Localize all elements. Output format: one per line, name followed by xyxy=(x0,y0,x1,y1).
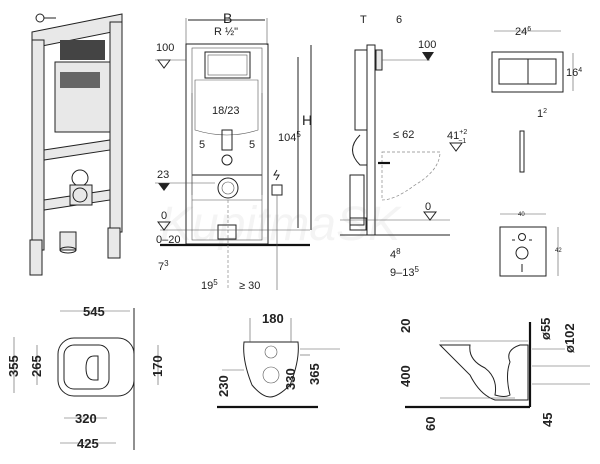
installation-frame-illustration xyxy=(29,13,123,276)
level-marker-icon xyxy=(423,211,437,221)
side-floor-level-label: 0 xyxy=(425,201,431,213)
floor-level-label: 0 xyxy=(161,210,167,222)
bowl-front-view xyxy=(217,318,340,409)
wall-range-label: 9–135 xyxy=(390,265,419,279)
seat-length-label: 425 xyxy=(77,436,99,451)
bowl-width-label: 355 xyxy=(6,355,21,377)
outlet-diameter-label: ø102 xyxy=(562,323,577,353)
min-distance-label: ≥ 30 xyxy=(239,280,260,292)
inner-length-label: 320 xyxy=(75,411,97,426)
left-gap-label: 73 xyxy=(158,259,169,273)
seat-height-label: 41+2−1 xyxy=(447,129,467,145)
wall-gap-label: 48 xyxy=(390,247,401,261)
level-marker-icon xyxy=(157,59,171,69)
spacing-label: 18/23 xyxy=(212,105,240,117)
connection-level-label: 23 xyxy=(157,169,169,181)
flush-plate xyxy=(491,30,574,173)
bowl-length-label: 545 xyxy=(83,304,105,319)
watermark: KupitmaSK xyxy=(160,198,402,251)
outlet-height-label: 230 xyxy=(216,375,231,397)
side-top-level-label: 100 xyxy=(418,39,436,51)
bowl-top-view xyxy=(13,308,159,450)
plate-width-label: 246 xyxy=(515,26,531,38)
wall-plate-height-label: 42 xyxy=(555,248,562,254)
frame-front-view xyxy=(155,18,312,290)
rim-height-label: 400 xyxy=(398,365,413,387)
right-offset-label: 5 xyxy=(249,139,255,151)
height-label: H xyxy=(302,112,312,128)
fixing-height-label: 330 xyxy=(283,368,298,390)
pipe-thread-label: R ½" xyxy=(214,26,238,38)
electric-symbol-icon xyxy=(273,169,280,181)
top-height-label: 365 xyxy=(307,363,322,385)
wall-plate-width-label: 40 xyxy=(518,212,525,218)
power-socket-icon xyxy=(271,184,283,196)
top-offset-label: 20 xyxy=(398,319,413,333)
level-marker-icon xyxy=(158,183,170,191)
height-value-label: 1045 xyxy=(278,130,301,144)
axis-offset-label: 195 xyxy=(201,278,218,292)
floor-range-label: 0–20 xyxy=(156,234,180,246)
left-offset-label: 5 xyxy=(199,139,205,151)
plate-thickness-label: 12 xyxy=(537,108,547,120)
level-marker-icon xyxy=(422,52,434,61)
frame-side-view xyxy=(340,44,463,236)
bowl-inner-width-label: 265 xyxy=(29,355,44,377)
bowl-side-view xyxy=(405,322,590,409)
width-label: B xyxy=(223,10,232,26)
plate-height-label: 164 xyxy=(566,67,582,79)
level-marker-icon xyxy=(157,221,171,231)
level-marker-icon xyxy=(449,142,463,152)
inlet-diameter-label: ø55 xyxy=(538,318,553,340)
plate-offset-label: 6 xyxy=(396,14,402,26)
outlet-offset-label: 45 xyxy=(540,413,555,427)
projection-label: ≤ 62 xyxy=(393,129,414,141)
fixing-spacing-label: 170 xyxy=(150,355,165,377)
wall-plate xyxy=(499,213,559,277)
front-fixing-spacing-label: 180 xyxy=(262,311,284,326)
depth-label: T xyxy=(360,14,367,26)
bottom-offset-label: 60 xyxy=(423,417,438,431)
top-level-label: 100 xyxy=(156,42,174,54)
